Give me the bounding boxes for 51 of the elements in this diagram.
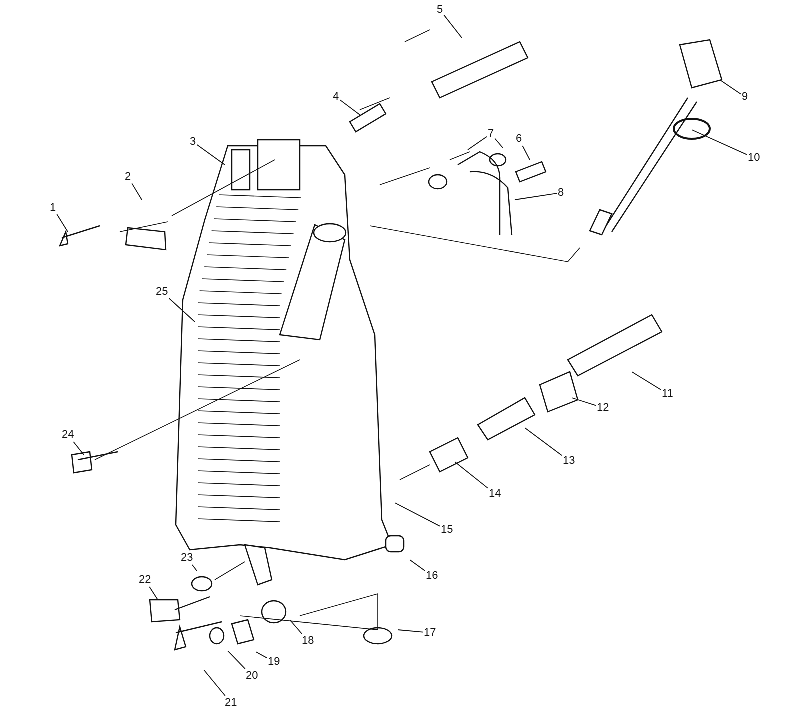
callout-number: 19 xyxy=(268,656,280,668)
leader-line xyxy=(444,14,462,38)
leader-line xyxy=(56,214,68,232)
leader-line xyxy=(228,650,246,670)
callout-number: 15 xyxy=(441,524,454,536)
callout-number: 9 xyxy=(742,91,748,103)
callout-number: 13 xyxy=(563,455,576,467)
callout-number: 6 xyxy=(516,133,522,145)
leader-line xyxy=(132,183,142,200)
leader-line xyxy=(514,193,558,200)
callout-number: 16 xyxy=(426,570,438,582)
callout-number: 5 xyxy=(437,4,444,16)
callout-number: 12 xyxy=(597,402,610,414)
leader-line xyxy=(73,442,84,456)
callout-number: 10 xyxy=(748,152,760,164)
leader-line xyxy=(196,144,226,166)
callout-number: 23 xyxy=(181,552,194,564)
leader-line xyxy=(522,146,530,160)
leader-line xyxy=(290,620,303,634)
callout-number: 18 xyxy=(302,635,314,647)
leader-line xyxy=(398,630,424,633)
callout-number: 25 xyxy=(156,286,168,298)
callout-number: 4 xyxy=(333,91,340,103)
leader-line xyxy=(168,298,196,322)
leader-line xyxy=(494,138,504,148)
leader-line xyxy=(524,428,562,456)
leader-line xyxy=(149,586,158,600)
leader-line xyxy=(692,130,748,156)
leader-line xyxy=(394,502,440,527)
leader-line xyxy=(256,652,268,659)
callout-number: 20 xyxy=(246,670,258,682)
callout-number: 8 xyxy=(558,187,564,199)
callout-number: 22 xyxy=(139,574,152,586)
leader-line xyxy=(192,564,198,572)
callout-number: 21 xyxy=(225,697,238,706)
leader-line xyxy=(410,560,426,572)
leader-line xyxy=(204,670,226,696)
callout-number: 7 xyxy=(488,128,494,140)
callout-number: 14 xyxy=(489,488,502,500)
leader-line xyxy=(572,398,596,406)
callout-number: 17 xyxy=(424,627,436,639)
callout-number: 2 xyxy=(125,171,132,183)
callout-number: 24 xyxy=(62,429,74,441)
callout-number: 1 xyxy=(50,202,56,214)
leader-line xyxy=(720,80,742,95)
leader-line xyxy=(468,136,488,150)
leader-line xyxy=(454,462,488,489)
leader-line xyxy=(340,100,360,116)
callout-number: 11 xyxy=(662,388,674,400)
leader-line xyxy=(632,372,662,390)
callout-number: 3 xyxy=(190,136,196,148)
